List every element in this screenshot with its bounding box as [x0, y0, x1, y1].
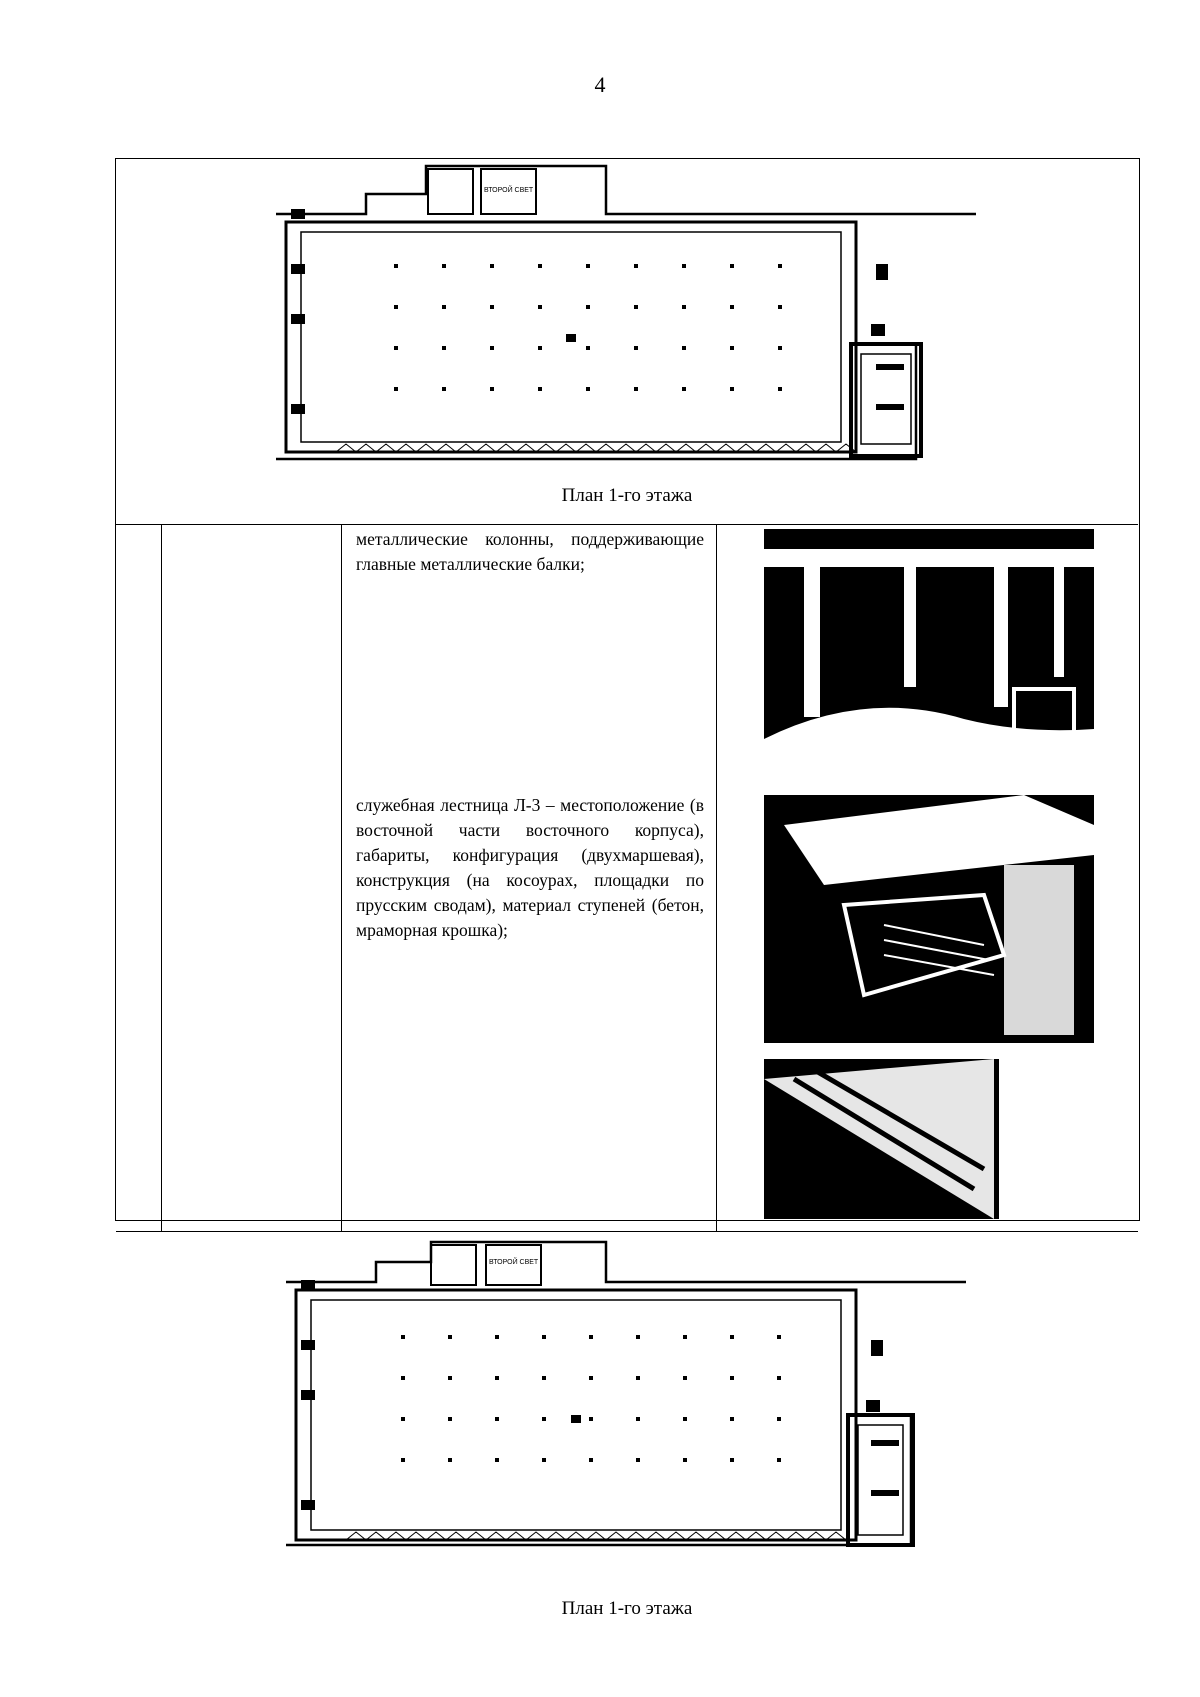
column-marker [490, 346, 494, 350]
column-marker [394, 264, 398, 268]
column-marker [542, 1417, 546, 1421]
column-marker [401, 1458, 405, 1462]
page-number: 4 [594, 72, 606, 97]
column-marker [589, 1335, 593, 1339]
column-marker [442, 346, 446, 350]
plan-caption-top: План 1-го этажа [561, 485, 693, 506]
plan-row-bottom: ВТОРОЙ СВЕТ План 1-го этажа [116, 1231, 1138, 1642]
column-marker [586, 387, 590, 391]
photo-stair-2 [764, 1059, 1094, 1219]
column-marker [634, 305, 638, 309]
column-marker [778, 264, 782, 268]
plan-row-top: ВТОРОЙ СВЕТ План 1-го этажа [116, 159, 1138, 525]
column-marker [730, 1376, 734, 1380]
column-marker [730, 346, 734, 350]
description-text-stair: служебная лестница Л-3 – местоположение … [356, 795, 704, 940]
description-row: металлические колонны, поддерживающие гл… [116, 525, 1138, 1231]
column-marker [778, 387, 782, 391]
column-marker [589, 1417, 593, 1421]
column-marker [586, 264, 590, 268]
column-marker [777, 1335, 781, 1339]
column-marker [777, 1376, 781, 1380]
column-marker [490, 387, 494, 391]
column-marker [538, 305, 542, 309]
column-divider-2 [341, 525, 342, 1231]
column-marker [634, 346, 638, 350]
column-marker [777, 1417, 781, 1421]
plan-caption-bottom: План 1-го этажа [561, 1598, 693, 1619]
column-marker [495, 1458, 499, 1462]
column-marker [495, 1376, 499, 1380]
column-marker [401, 1417, 405, 1421]
column-marker [394, 387, 398, 391]
column-marker [682, 264, 686, 268]
document-table: ВТОРОЙ СВЕТ План 1-го этажа металлически… [115, 158, 1140, 1619]
column-marker [448, 1376, 452, 1380]
column-marker [730, 1458, 734, 1462]
column-marker [589, 1376, 593, 1380]
column-divider-3 [716, 525, 717, 1231]
column-marker [542, 1376, 546, 1380]
column-marker [538, 346, 542, 350]
column-marker [542, 1335, 546, 1339]
column-marker [683, 1458, 687, 1462]
column-marker [634, 387, 638, 391]
column-marker [634, 264, 638, 268]
column-marker [442, 264, 446, 268]
column-marker [586, 305, 590, 309]
column-marker [777, 1458, 781, 1462]
column-marker [495, 1417, 499, 1421]
column-marker [730, 1335, 734, 1339]
plan-room-label-bottom: ВТОРОЙ СВЕТ [489, 1257, 539, 1266]
column-marker [778, 305, 782, 309]
column-marker [538, 264, 542, 268]
column-marker [730, 305, 734, 309]
column-marker [682, 305, 686, 309]
column-marker [636, 1417, 640, 1421]
column-marker [730, 387, 734, 391]
column-marker [778, 346, 782, 350]
column-marker [636, 1335, 640, 1339]
column-marker [401, 1335, 405, 1339]
description-text-columns: металлические колонны, поддерживающие гл… [356, 529, 704, 574]
plan-room-label-top: ВТОРОЙ СВЕТ [484, 185, 534, 194]
column-marker [730, 264, 734, 268]
column-marker [586, 346, 590, 350]
column-marker [490, 305, 494, 309]
column-marker [442, 305, 446, 309]
column-marker [636, 1376, 640, 1380]
column-marker [589, 1458, 593, 1462]
floor-plan-top: ВТОРОЙ СВЕТ [276, 164, 976, 461]
column-marker [448, 1458, 452, 1462]
column-marker [442, 387, 446, 391]
floor-plan-bottom: ВТОРОЙ СВЕТ [286, 1240, 966, 1547]
column-marker [448, 1417, 452, 1421]
column-marker [683, 1376, 687, 1380]
column-marker [401, 1376, 405, 1380]
column-marker [730, 1417, 734, 1421]
column-marker [448, 1335, 452, 1339]
column-marker [490, 264, 494, 268]
column-marker [683, 1417, 687, 1421]
column-divider-1 [161, 525, 162, 1231]
photo-columns [764, 529, 1094, 777]
column-marker [394, 305, 398, 309]
column-marker [542, 1458, 546, 1462]
column-marker [636, 1458, 640, 1462]
column-marker [394, 346, 398, 350]
column-marker [538, 387, 542, 391]
column-marker [495, 1335, 499, 1339]
column-marker [683, 1335, 687, 1339]
photo-stair-1 [764, 795, 1094, 1043]
column-marker [682, 387, 686, 391]
column-marker [682, 346, 686, 350]
